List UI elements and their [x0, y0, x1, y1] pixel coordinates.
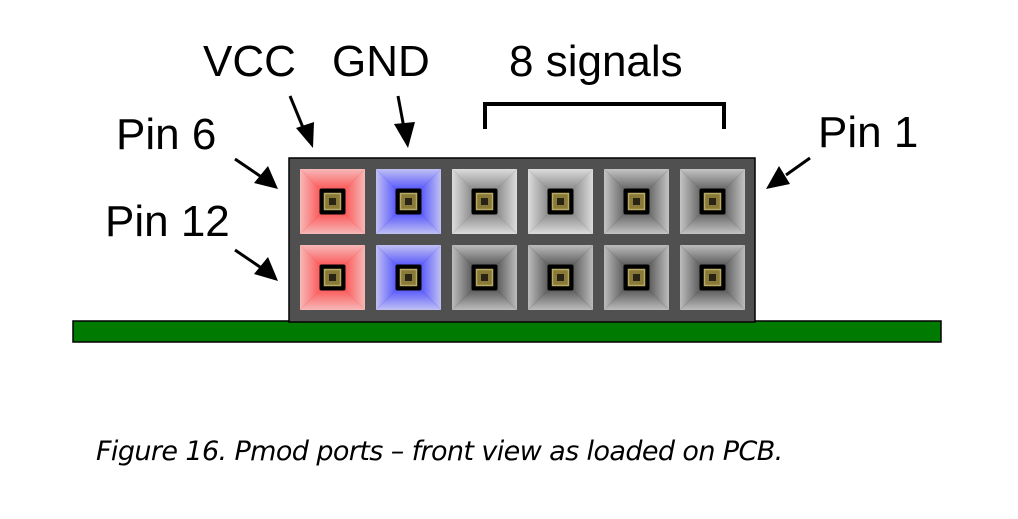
- socket-face: [452, 169, 485, 234]
- pin-8-signal: [604, 245, 669, 310]
- socket-face: [560, 245, 593, 310]
- pin6-label: Pin 6: [116, 110, 217, 159]
- socket-face: [680, 169, 745, 202]
- socket-face: [636, 169, 669, 234]
- socket-face: [680, 201, 745, 234]
- pin-11-gnd: [376, 245, 441, 310]
- socket-face: [300, 169, 333, 234]
- socket-face: [300, 245, 365, 278]
- socket-face: [680, 245, 713, 310]
- socket-face: [332, 169, 365, 234]
- vcc-arrow: [288, 95, 314, 148]
- pin-contact-center: [557, 198, 564, 205]
- pin1-label: Pin 1: [818, 108, 919, 157]
- socket-face: [376, 245, 441, 278]
- pin-contact-center: [481, 198, 488, 205]
- gnd-arrow: [394, 95, 415, 148]
- pin-contact-center: [633, 198, 640, 205]
- pin-2-signal: [604, 169, 669, 234]
- socket-face: [528, 245, 561, 310]
- socket-face: [300, 245, 333, 310]
- socket-face: [332, 245, 365, 310]
- pin-contact-center: [329, 274, 336, 281]
- socket-face: [712, 245, 745, 310]
- socket-face: [680, 277, 745, 310]
- socket-face: [452, 245, 485, 310]
- pin-12-vcc: [300, 245, 365, 310]
- pcb-board: [72, 320, 942, 343]
- pin-contact-center: [557, 274, 564, 281]
- pin-contact-center: [481, 274, 488, 281]
- signals-label: 8 signals: [509, 37, 683, 86]
- socket-face: [452, 169, 517, 202]
- pin-5-gnd: [376, 169, 441, 234]
- socket-face: [376, 169, 409, 234]
- pin-10-signal: [452, 245, 517, 310]
- pin-contact-center: [709, 198, 716, 205]
- socket-face: [408, 169, 441, 234]
- pin-6-vcc: [300, 169, 365, 234]
- socket-face: [604, 169, 669, 202]
- socket-face: [376, 245, 409, 310]
- signals-bracket: [483, 102, 726, 129]
- socket-face: [452, 245, 517, 278]
- socket-face: [452, 277, 517, 310]
- socket-face: [300, 201, 365, 234]
- socket-face: [376, 169, 441, 202]
- pin-3-signal: [528, 169, 593, 234]
- socket-face: [528, 169, 593, 202]
- pin6-arrow: [234, 157, 278, 189]
- socket-face: [484, 169, 517, 234]
- socket-face: [604, 169, 637, 234]
- connector-housing: [288, 157, 756, 323]
- figure-caption: Figure 16. Pmod ports – front view as lo…: [96, 436, 783, 467]
- pin-grid: [300, 169, 745, 310]
- socket-face: [528, 277, 593, 310]
- socket-face: [604, 245, 669, 278]
- pin1-arrow: [766, 156, 811, 189]
- pin-contact-center: [633, 274, 640, 281]
- socket-face: [712, 169, 745, 234]
- gnd-label: GND: [332, 37, 430, 86]
- pin-contact-center: [405, 198, 412, 205]
- socket-face: [528, 201, 593, 234]
- socket-face: [528, 169, 561, 234]
- socket-face: [376, 277, 441, 310]
- socket-face: [604, 245, 637, 310]
- pin12-label: Pin 12: [105, 197, 230, 246]
- socket-face: [604, 201, 669, 234]
- pin-4-signal: [452, 169, 517, 234]
- socket-face: [636, 245, 669, 310]
- pin-contact-center: [405, 274, 412, 281]
- socket-face: [680, 245, 745, 278]
- pin-contact-center: [709, 274, 716, 281]
- socket-face: [300, 277, 365, 310]
- socket-face: [408, 245, 441, 310]
- pin-9-signal: [528, 245, 593, 310]
- socket-face: [376, 201, 441, 234]
- pin12-arrow: [234, 248, 278, 281]
- pin-1-signal: [680, 169, 745, 234]
- socket-face: [680, 169, 713, 234]
- socket-face: [528, 245, 593, 278]
- socket-face: [484, 245, 517, 310]
- vcc-label: VCC: [203, 37, 296, 86]
- socket-face: [452, 201, 517, 234]
- socket-face: [560, 169, 593, 234]
- socket-face: [300, 169, 365, 202]
- pin-7-signal: [680, 245, 745, 310]
- pin-contact-center: [329, 198, 336, 205]
- socket-face: [604, 277, 669, 310]
